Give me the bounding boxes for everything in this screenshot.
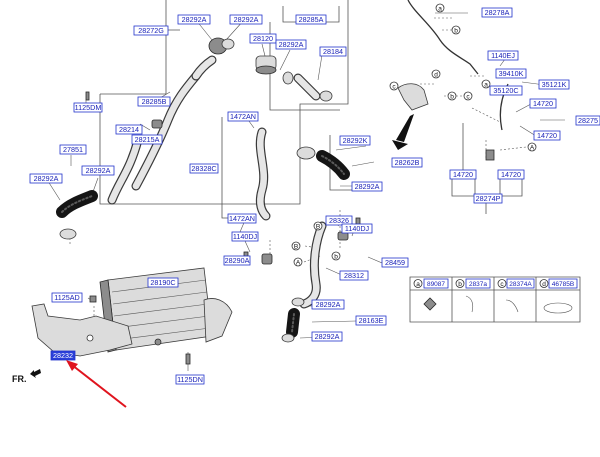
arrow-icon <box>30 369 41 378</box>
part-label: 1472AN <box>229 214 255 223</box>
part-label: 14720 <box>533 99 553 108</box>
legend-letter: c <box>500 281 504 288</box>
part-label: 28292K <box>343 136 368 145</box>
part-label: 1125DN <box>177 375 203 384</box>
part-label: 28292A <box>355 182 380 191</box>
callout-d: d <box>434 71 438 78</box>
part-label: 28459 <box>385 258 405 267</box>
bolts <box>85 91 361 365</box>
clamp-ring <box>281 333 295 343</box>
part-label: 35120C <box>493 86 518 95</box>
part-label: 28292A <box>234 15 259 24</box>
part-label: 28120 <box>253 34 273 43</box>
part-label: 28275 <box>578 116 598 125</box>
connector <box>151 119 163 129</box>
part-label: 28163E <box>359 316 384 325</box>
part-label: 27851 <box>63 145 83 154</box>
legend-part: 2837a <box>469 281 487 288</box>
clamp-ring <box>59 228 77 240</box>
callout-a: A <box>296 259 301 266</box>
part-label: 1125AD <box>54 293 79 302</box>
part-label: 1140DJ <box>345 224 370 233</box>
parts <box>31 0 573 365</box>
part-label: 14720 <box>537 131 557 140</box>
red-pointer-arrow-icon <box>66 360 127 408</box>
callout-a: a <box>438 5 442 12</box>
black-pointer-arrow <box>392 114 414 150</box>
pipe-fitting <box>397 83 429 111</box>
callout-b: B <box>316 223 320 230</box>
part-label: 14720 <box>501 170 521 179</box>
part-label: 1125DM <box>75 103 102 112</box>
part-label: 1140EJ <box>491 51 515 60</box>
part-label: 28214 <box>119 125 139 134</box>
callout-c: c <box>466 93 470 100</box>
callout-a: A <box>530 144 535 151</box>
connector <box>261 253 273 265</box>
callout-b: B <box>294 243 298 250</box>
part-label: 28290A <box>225 256 250 265</box>
part-label: 28215A <box>135 135 160 144</box>
legend-part: 46785B <box>552 281 574 288</box>
clamp-ring <box>282 71 294 85</box>
legend: a 89087 b 2837a c 28374A d 46785B <box>413 278 578 289</box>
part-label: 1140DJ <box>233 232 258 241</box>
callout-a: a <box>484 81 488 88</box>
part-label: 28328C <box>191 164 216 173</box>
part-label: 28326 <box>329 216 349 225</box>
bracket-plate <box>31 303 133 357</box>
legend-icons <box>423 295 573 314</box>
part-label: 28272G <box>138 26 164 35</box>
legend-letter: a <box>416 281 420 288</box>
part-label: 28190C <box>150 278 175 287</box>
clamp-ring <box>319 90 333 102</box>
callout-b: b <box>454 27 458 34</box>
direction-indicator: FR. <box>12 369 41 384</box>
part-label: 28184 <box>323 47 343 56</box>
part-label: 1472AN <box>230 112 256 121</box>
highlighted-part-label: 28232 <box>53 351 73 360</box>
part-label: 28292A <box>86 166 111 175</box>
part-labels: 28272G 28292A 28292A 28120 28285A 28292A… <box>29 7 600 385</box>
harness-wire <box>407 0 479 75</box>
part-label: 28292A <box>316 300 341 309</box>
part-label: 28292A <box>182 15 207 24</box>
legend-part: 89087 <box>427 281 445 288</box>
direction-label: FR. <box>12 374 27 384</box>
part-label: 14720 <box>453 170 473 179</box>
callouts: a b d c b c a A B A B b <box>291 3 537 267</box>
clamp-ring <box>296 146 316 160</box>
callout-b: b <box>334 253 338 260</box>
part-label: 28285A <box>299 15 324 24</box>
legend-letter: b <box>458 281 462 288</box>
part-label: 28292A <box>279 40 304 49</box>
part-label: 28274P <box>476 194 501 203</box>
part-label: 28278A <box>485 8 510 17</box>
callout-b: b <box>450 93 454 100</box>
clamp-ring <box>291 297 305 307</box>
part-label: 28292A <box>34 174 59 183</box>
part-label: 28262B <box>395 158 420 167</box>
wire-clip <box>485 149 495 161</box>
legend-part: 28374A <box>509 281 532 288</box>
part-label: 39410K <box>499 69 524 78</box>
part-label: 28285B <box>142 97 167 106</box>
part-label: 35121K <box>542 80 567 89</box>
part-label: 28312 <box>344 271 364 280</box>
part-label: 28292A <box>315 332 340 341</box>
legend-letter: d <box>542 281 546 288</box>
callout-c: c <box>392 83 396 90</box>
intercooler <box>99 267 233 353</box>
